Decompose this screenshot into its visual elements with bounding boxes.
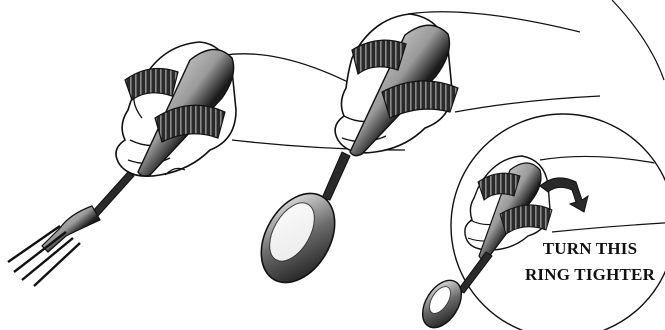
fork-ring-upper (124, 67, 179, 101)
spoon-ring-lower (381, 80, 459, 119)
background-arc (611, 0, 665, 81)
spoon-ring-upper (351, 39, 407, 76)
fork-tine-2 (13, 231, 67, 273)
callout-line-1: TURN THIS (542, 239, 638, 258)
callout-line-2: RING TIGHTER (524, 265, 656, 284)
fork-tine-1 (7, 225, 61, 263)
fork-tine-3 (21, 237, 74, 281)
turn-arrow-icon (539, 177, 589, 213)
inset-ring-lower (499, 204, 553, 235)
fork-ring-lower (154, 104, 226, 143)
fork-figure (7, 41, 411, 287)
inset-ring-upper (477, 172, 521, 201)
fork-tine-4 (33, 242, 81, 287)
spoon-figure (260, 11, 601, 284)
ring-detail-inset (421, 113, 665, 330)
